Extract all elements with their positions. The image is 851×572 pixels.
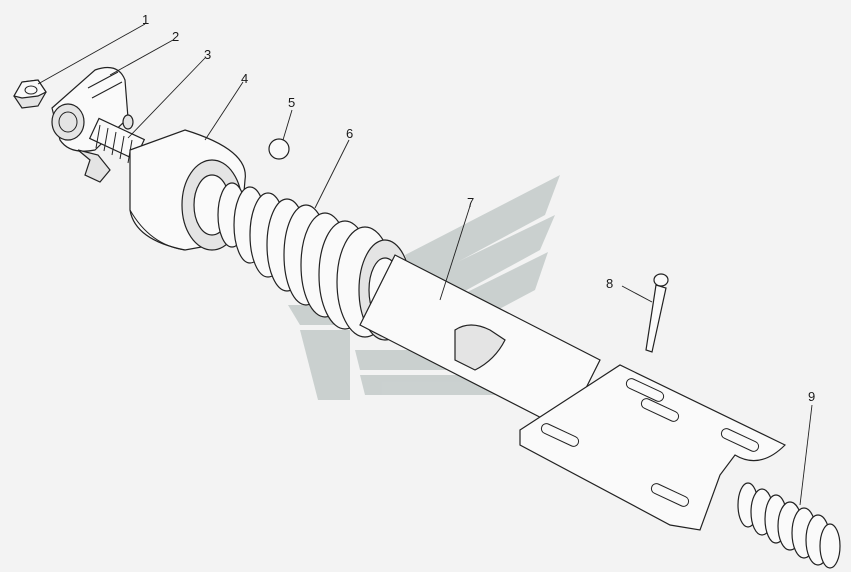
callout-4: 4	[241, 71, 249, 86]
callout-1: 1	[142, 12, 150, 27]
leader-line-1	[37, 23, 146, 85]
leader-line-9	[799, 404, 813, 506]
coil-spring-part	[737, 482, 841, 569]
callout-3: 3	[204, 47, 212, 62]
leader-line-3	[127, 57, 206, 139]
hex-nut-part	[13, 79, 47, 109]
ball-part	[268, 138, 290, 160]
rod-bracket-part	[359, 254, 787, 531]
callout-8: 8	[606, 276, 614, 291]
callout-5: 5	[288, 95, 296, 110]
cotter-pin-part	[645, 273, 669, 353]
leader-line-7	[439, 205, 471, 301]
callout-2: 2	[172, 29, 180, 44]
callout-9: 9	[808, 389, 816, 404]
callout-6: 6	[346, 126, 354, 141]
callout-7: 7	[467, 195, 475, 210]
leader-lines	[37, 23, 813, 506]
leader-line-2	[109, 39, 174, 76]
leader-line-8	[621, 285, 653, 303]
clamp-fork-part	[51, 67, 129, 183]
leader-line-5	[282, 109, 293, 141]
leader-line-6	[314, 139, 350, 209]
leader-line-4	[204, 81, 244, 141]
